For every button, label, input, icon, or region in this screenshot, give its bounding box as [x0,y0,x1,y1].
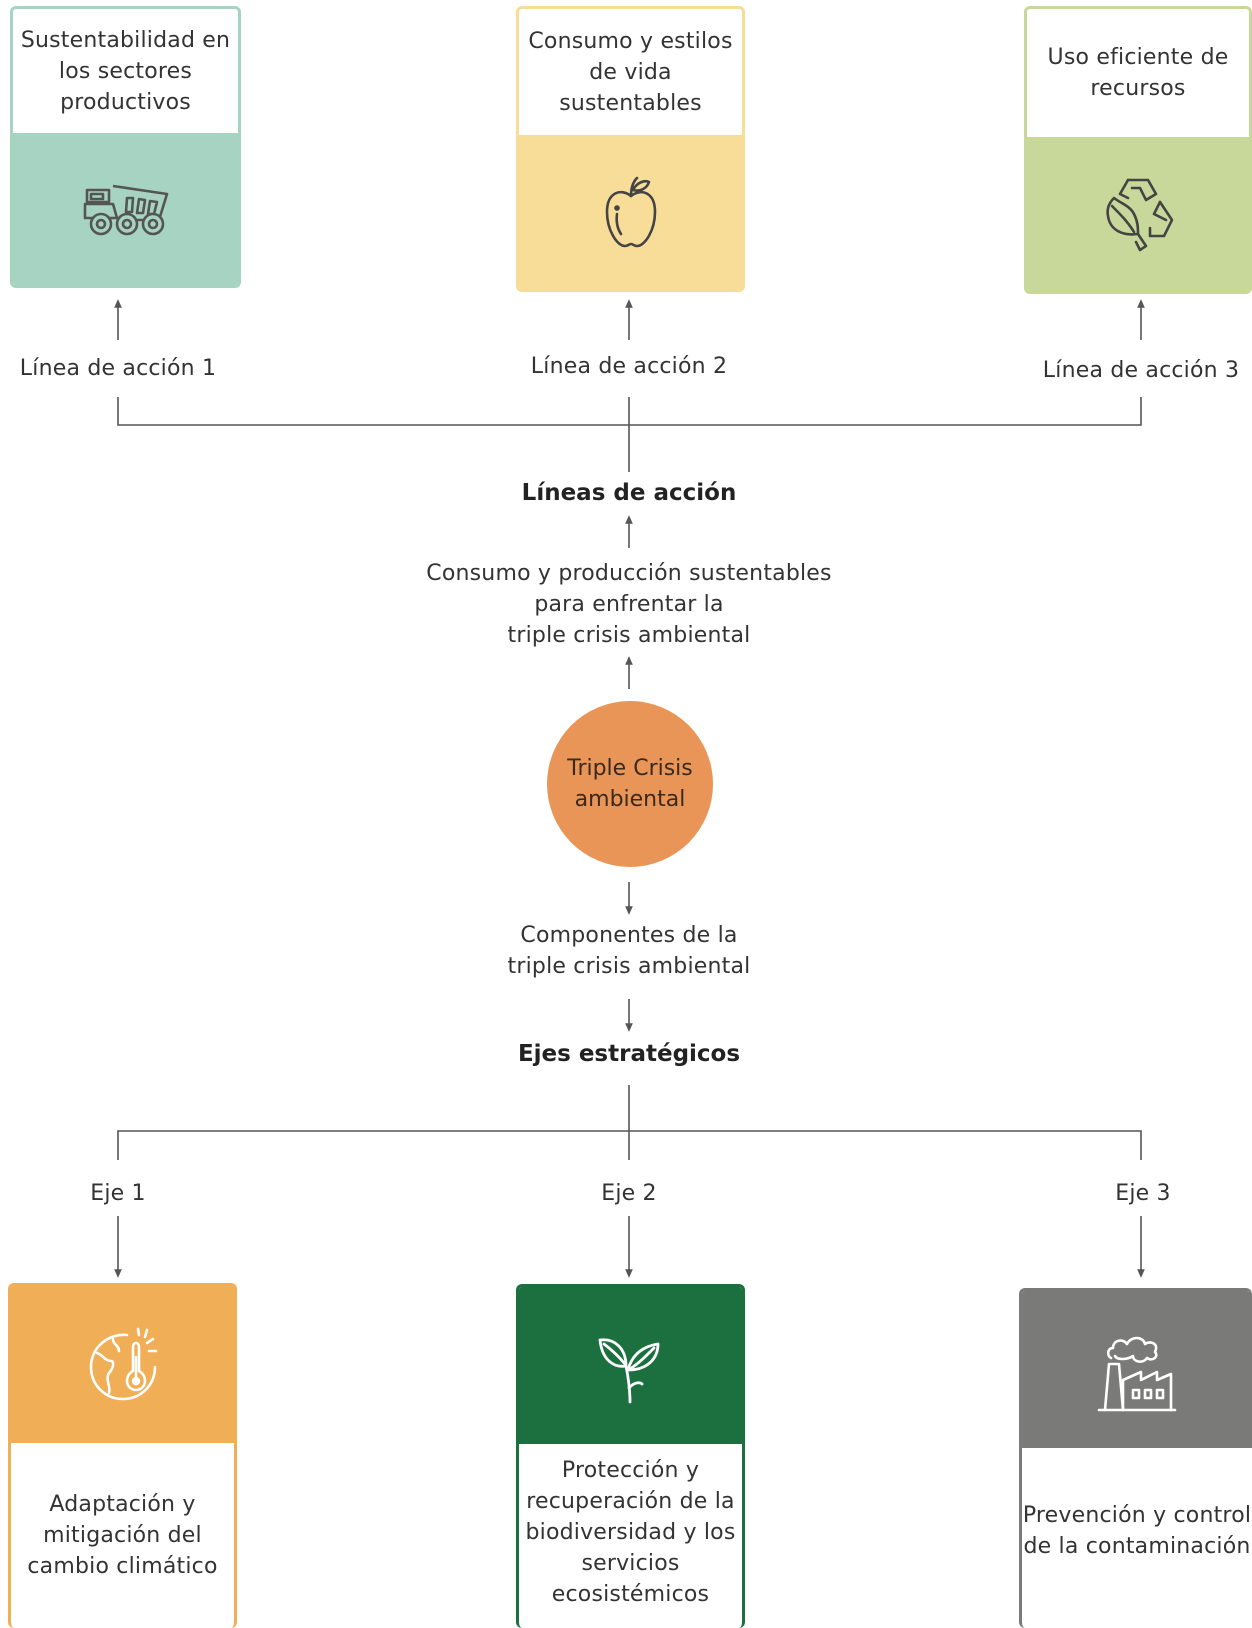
recycle-leaf-icon [1106,178,1174,252]
heading-ejes: Ejes estratégicos [517,1041,741,1067]
ejes-bracket [117,1130,1142,1160]
card-linea-1-title: Sustentabilidad en los sectores producti… [20,27,231,115]
card-eje-2: Protección y recuperación de la biodiver… [516,1284,745,1628]
card-linea-1: Sustentabilidad en los sectores producti… [10,6,241,288]
card-eje-1-band [11,1286,234,1443]
card-linea-2: Consumo y estilos de vida sustentables [516,6,745,292]
card-linea-3-title: Uso eficiente de recursos [1047,45,1229,101]
dump-truck-icon [83,184,168,236]
card-linea-2-title: Consumo y estilos de vida sustentables [528,28,733,116]
label-linea-3: Línea de acción 3 [1042,358,1240,383]
card-eje-3: Prevención y control de la contaminación [1019,1288,1252,1628]
triple-crisis-circle: Triple Crisis ambiental [547,701,713,867]
card-linea-3-band [1027,137,1249,291]
label-linea-2: Línea de acción 2 [530,354,728,379]
card-eje-1: Adaptación y mitigación del cambio climá… [8,1283,237,1628]
card-linea-2-band [519,135,742,289]
label-eje-1: Eje 1 [90,1181,146,1206]
card-eje-2-title: Protección y recuperación de la biodiver… [525,1458,736,1607]
apple-icon [605,176,656,248]
label-eje-2: Eje 2 [601,1181,657,1206]
card-eje-1-title: Adaptación y mitigación del cambio climá… [27,1492,218,1579]
card-linea-1-band [13,133,238,285]
card-eje-3-band [1022,1291,1252,1448]
heading-lineas: Líneas de acción [521,480,737,506]
label-linea-1: Línea de acción 1 [19,356,217,381]
card-linea-3: Uso eficiente de recursos [1024,6,1252,294]
factory-icon [1097,1336,1177,1411]
card-eje-3-title: Prevención y control de la contaminación [1022,1502,1252,1559]
center-upper-text: Consumo y producción sustentables para e… [426,561,832,648]
center-lower-text: Componentes de la triple crisis ambienta… [507,923,751,979]
sprout-icon [598,1337,659,1403]
label-eje-3: Eje 3 [1115,1181,1171,1206]
card-eje-2-band [519,1287,742,1444]
globe-thermometer-icon [89,1327,157,1400]
